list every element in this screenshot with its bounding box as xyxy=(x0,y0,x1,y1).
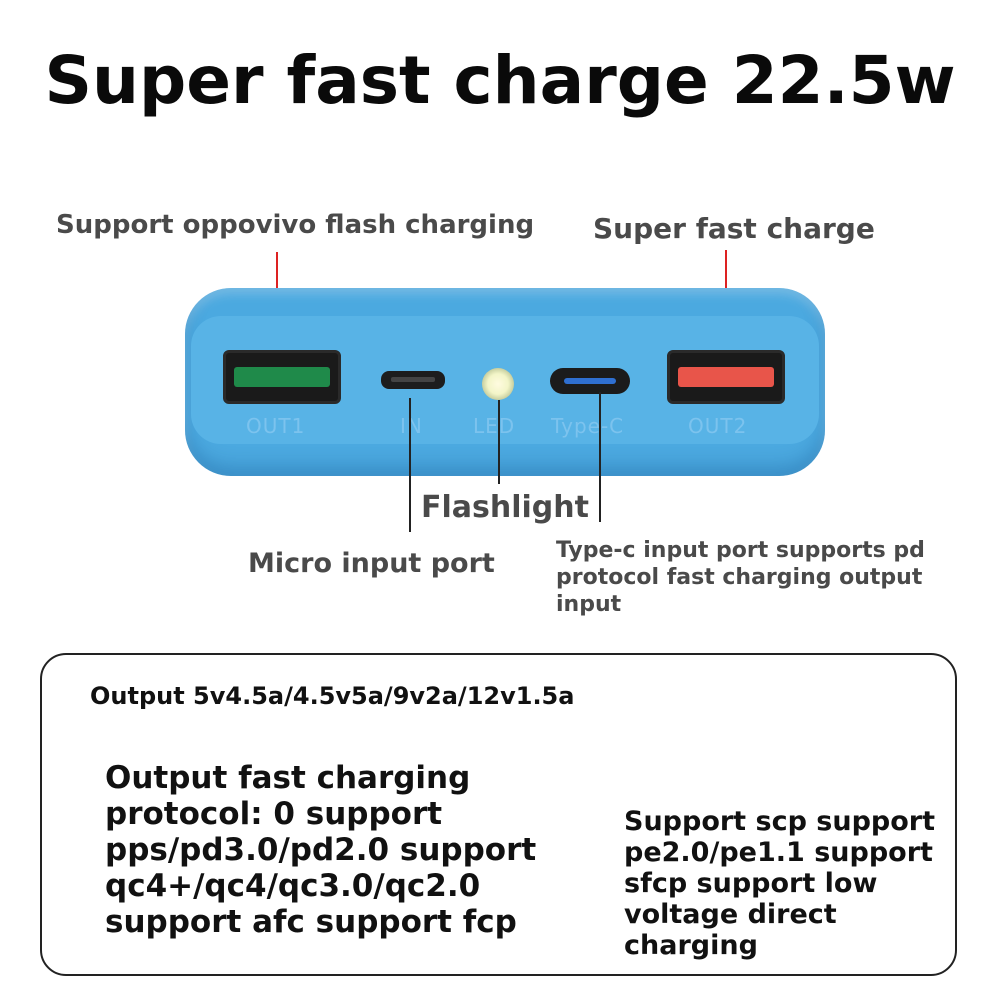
out2-port-label: OUT2 xyxy=(688,414,748,438)
protocol-spec-left: Output fast charging protocol: 0 support… xyxy=(105,760,537,940)
oppo-flash-callout: Support oppovivo flash charging xyxy=(56,210,535,240)
output-spec: Output 5v4.5a/4.5v5a/9v2a/12v1.5a xyxy=(90,682,575,710)
typec-callout-line xyxy=(599,392,601,522)
type-c-port-label: Type-C xyxy=(551,414,625,438)
flashlight-callout-line xyxy=(498,400,500,484)
led-label: LED xyxy=(473,414,516,438)
specs-box xyxy=(40,653,957,976)
micro-port-slot xyxy=(391,377,435,382)
micro-usb-port xyxy=(381,371,445,389)
super-fast-callout: Super fast charge xyxy=(593,212,875,245)
led-flashlight xyxy=(482,368,514,400)
power-bank-body: OUT1 IN LED Type-C OUT2 xyxy=(185,288,825,476)
out1-usb-port xyxy=(223,350,341,404)
micro-input-callout: Micro input port xyxy=(248,548,495,579)
type-c-core xyxy=(564,378,616,384)
out1-port-label: OUT1 xyxy=(246,414,306,438)
out2-usb-port xyxy=(667,350,785,404)
typec-input-callout: Type-c input port supports pd protocol f… xyxy=(556,538,925,617)
page-title: Super fast charge 22.5w xyxy=(44,42,956,119)
out2-port-tongue xyxy=(678,367,774,387)
out1-port-tongue xyxy=(234,367,330,387)
protocol-spec-right: Support scp support pe2.0/pe1.1 support … xyxy=(624,806,936,961)
in-port-label: IN xyxy=(400,414,423,438)
micro-callout-line xyxy=(409,398,411,532)
flashlight-callout: Flashlight xyxy=(421,490,589,525)
type-c-port xyxy=(550,368,630,394)
